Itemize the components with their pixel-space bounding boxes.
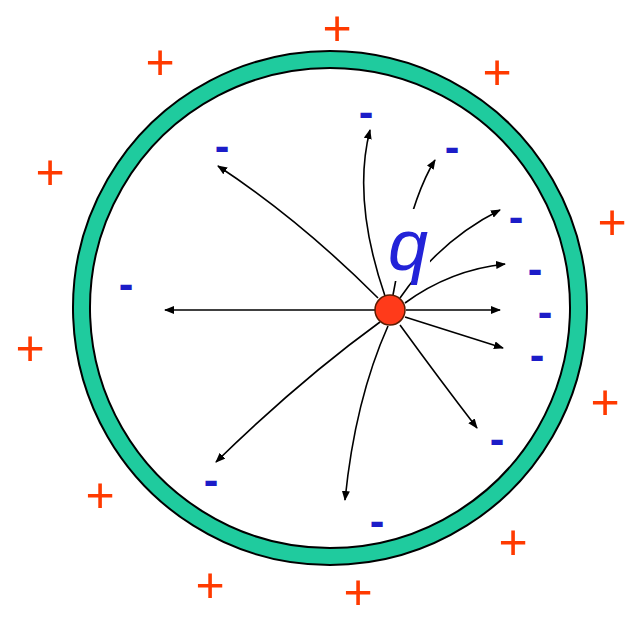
charge-label: q [386, 209, 430, 281]
induced-negative: - [215, 124, 230, 168]
induced-positive: + [322, 3, 351, 53]
induced-negative: - [490, 417, 505, 461]
induced-negative: - [538, 290, 553, 334]
induced-negative: - [204, 458, 219, 502]
induced-positive: + [195, 560, 224, 610]
induced-positive: + [498, 517, 527, 567]
induced-positive: + [343, 567, 372, 617]
induced-negative: - [528, 247, 543, 291]
induced-negative: - [359, 90, 374, 134]
induced-positive: + [482, 47, 511, 97]
induced-negative: - [445, 125, 460, 169]
conducting-shell [73, 51, 587, 565]
field-lines [165, 130, 505, 500]
induced-positive: + [597, 197, 626, 247]
induced-positive: + [15, 323, 44, 373]
induced-positive: + [590, 377, 619, 427]
induced-negative: - [119, 262, 134, 306]
point-charge [375, 295, 405, 325]
induced-positive: + [85, 470, 114, 520]
induced-positive: + [35, 147, 64, 197]
induced-positive: + [145, 37, 174, 87]
induced-negative: - [370, 499, 385, 543]
induced-negative: - [509, 195, 524, 239]
induced-negative: - [530, 333, 545, 377]
